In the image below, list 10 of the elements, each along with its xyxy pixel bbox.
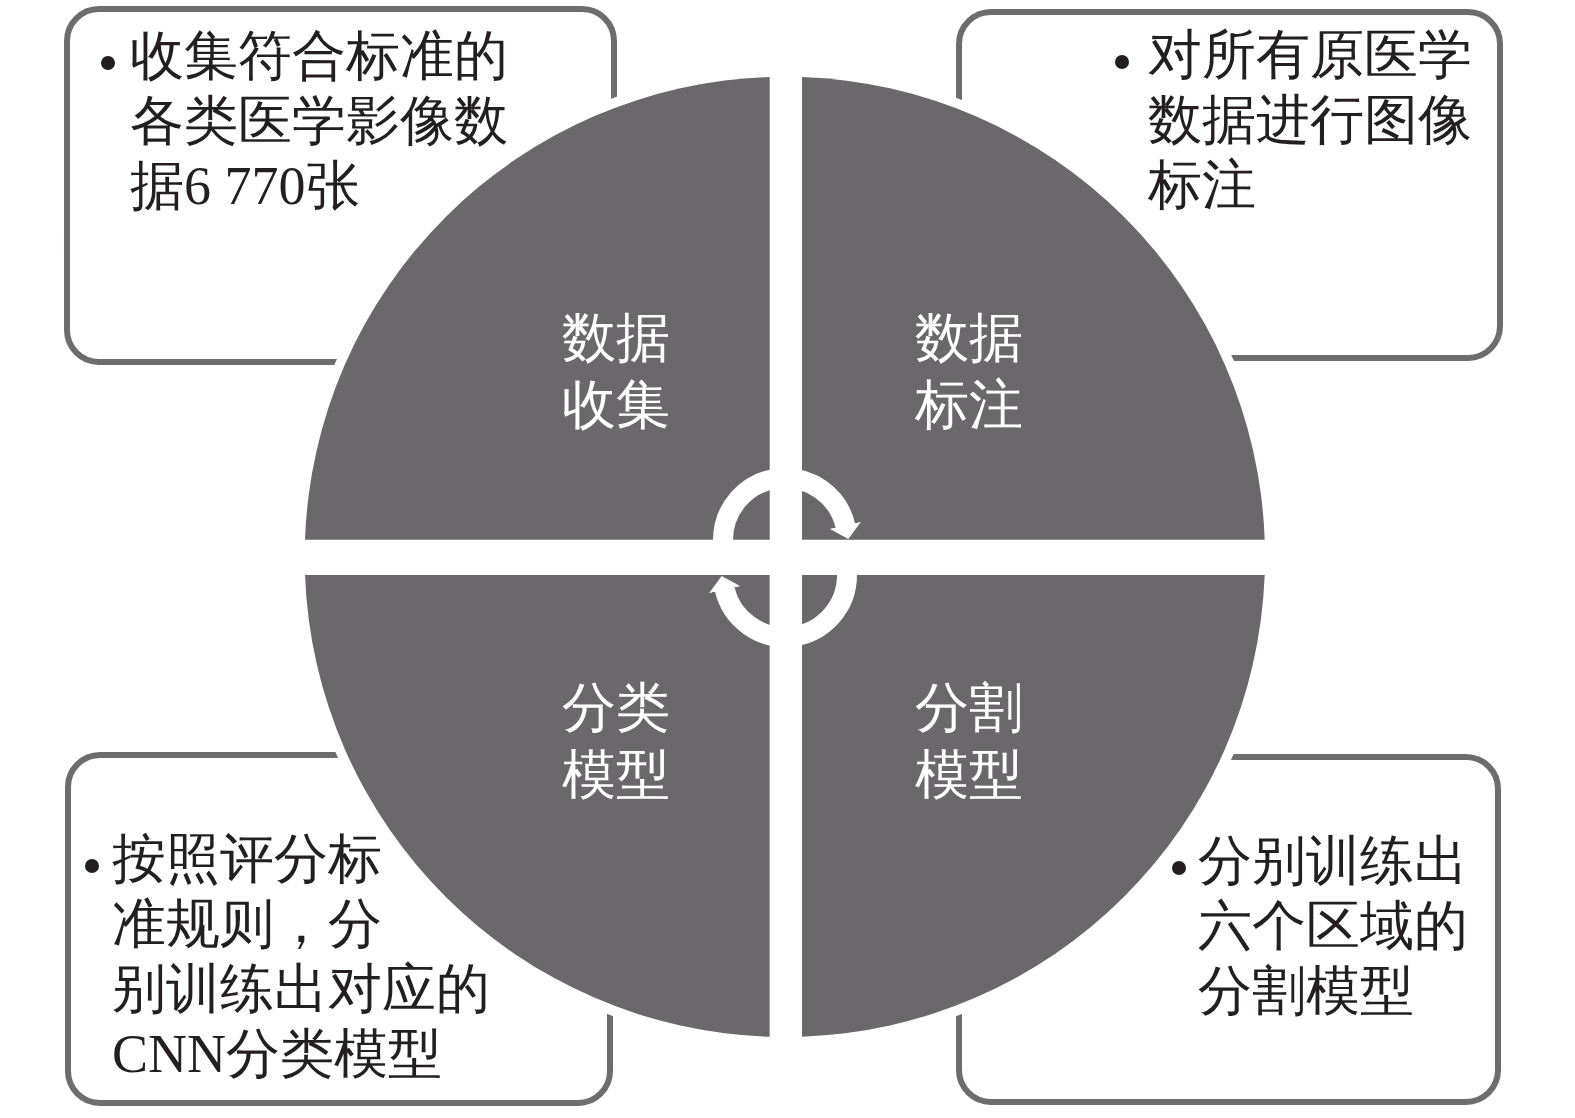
stage-label: 数据标注	[915, 308, 1023, 435]
step-description: 按照评分标准规则，分别训练出对应的CNN分类模型	[112, 829, 490, 1084]
curved-arrow	[713, 468, 861, 541]
stage-label: 分类模型	[562, 678, 670, 805]
step-description: 收集符合标准的各类医学影像数据6 770张	[130, 26, 508, 216]
step-description: 对所有原医学数据进行图像标注	[1148, 25, 1472, 215]
step-description: 分别训练出六个区域的分割模型	[1198, 831, 1468, 1021]
stage-label: 分割模型	[915, 678, 1023, 805]
curved-arrow	[709, 574, 857, 647]
stage-label: 数据收集	[562, 308, 670, 435]
